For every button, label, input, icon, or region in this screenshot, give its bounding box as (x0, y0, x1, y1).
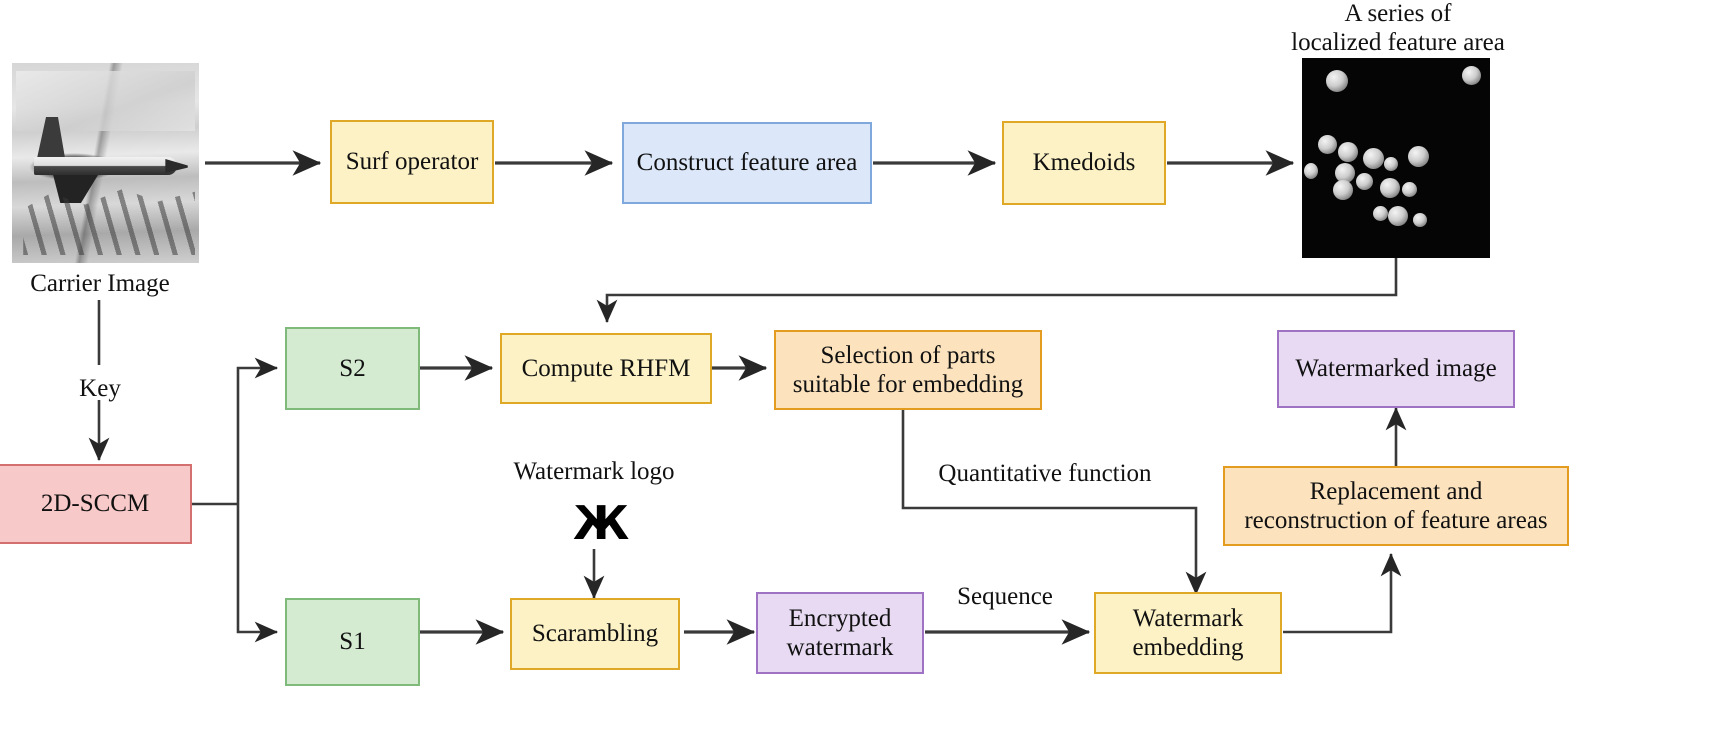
localized-feature-area-image (1302, 58, 1490, 258)
node-selection-of-parts[interactable]: Selection of parts suitable for embeddin… (774, 330, 1042, 410)
arrow-embedding-to-replacement (1283, 552, 1402, 634)
carrier-image-thumbnail (12, 63, 199, 263)
quantitative-function-label: Quantitative function (938, 460, 1152, 487)
arrow-selection-to-embedding (901, 410, 1207, 596)
arrow-sccm-to-s2 (236, 357, 279, 504)
node-watermarked-image[interactable]: Watermarked image (1277, 330, 1515, 408)
node-kmedoids[interactable]: Kmedoids (1002, 121, 1166, 205)
node-s1[interactable]: S1 (285, 598, 420, 686)
node-s2[interactable]: S2 (285, 327, 420, 410)
watermark-logo-glyph: Ж (573, 496, 629, 550)
node-construct-feature-area[interactable]: Construct feature area (622, 122, 872, 204)
node-compute-rhfm[interactable]: Compute RHFM (500, 333, 712, 404)
node-encrypted-watermark[interactable]: Encrypted watermark (756, 592, 924, 674)
arrow-sccm-to-s1 (236, 504, 279, 643)
key-label: Key (79, 375, 121, 402)
watermark-logo-caption: Watermark logo (513, 458, 675, 485)
node-surf-operator[interactable]: Surf operator (330, 120, 494, 204)
localized-feature-area-caption: A series of localized feature area (1291, 0, 1505, 56)
arrow-features-to-rhfm (596, 258, 1398, 324)
node-watermark-embedding[interactable]: Watermark embedding (1094, 592, 1282, 674)
node-scrambling[interactable]: Scarambling (510, 598, 680, 670)
node-sccm[interactable]: 2D-SCCM (0, 464, 192, 544)
carrier-image-caption: Carrier Image (30, 270, 170, 297)
node-replacement-reconstruction[interactable]: Replacement and reconstruction of featur… (1223, 466, 1569, 546)
sequence-label: Sequence (957, 583, 1053, 610)
